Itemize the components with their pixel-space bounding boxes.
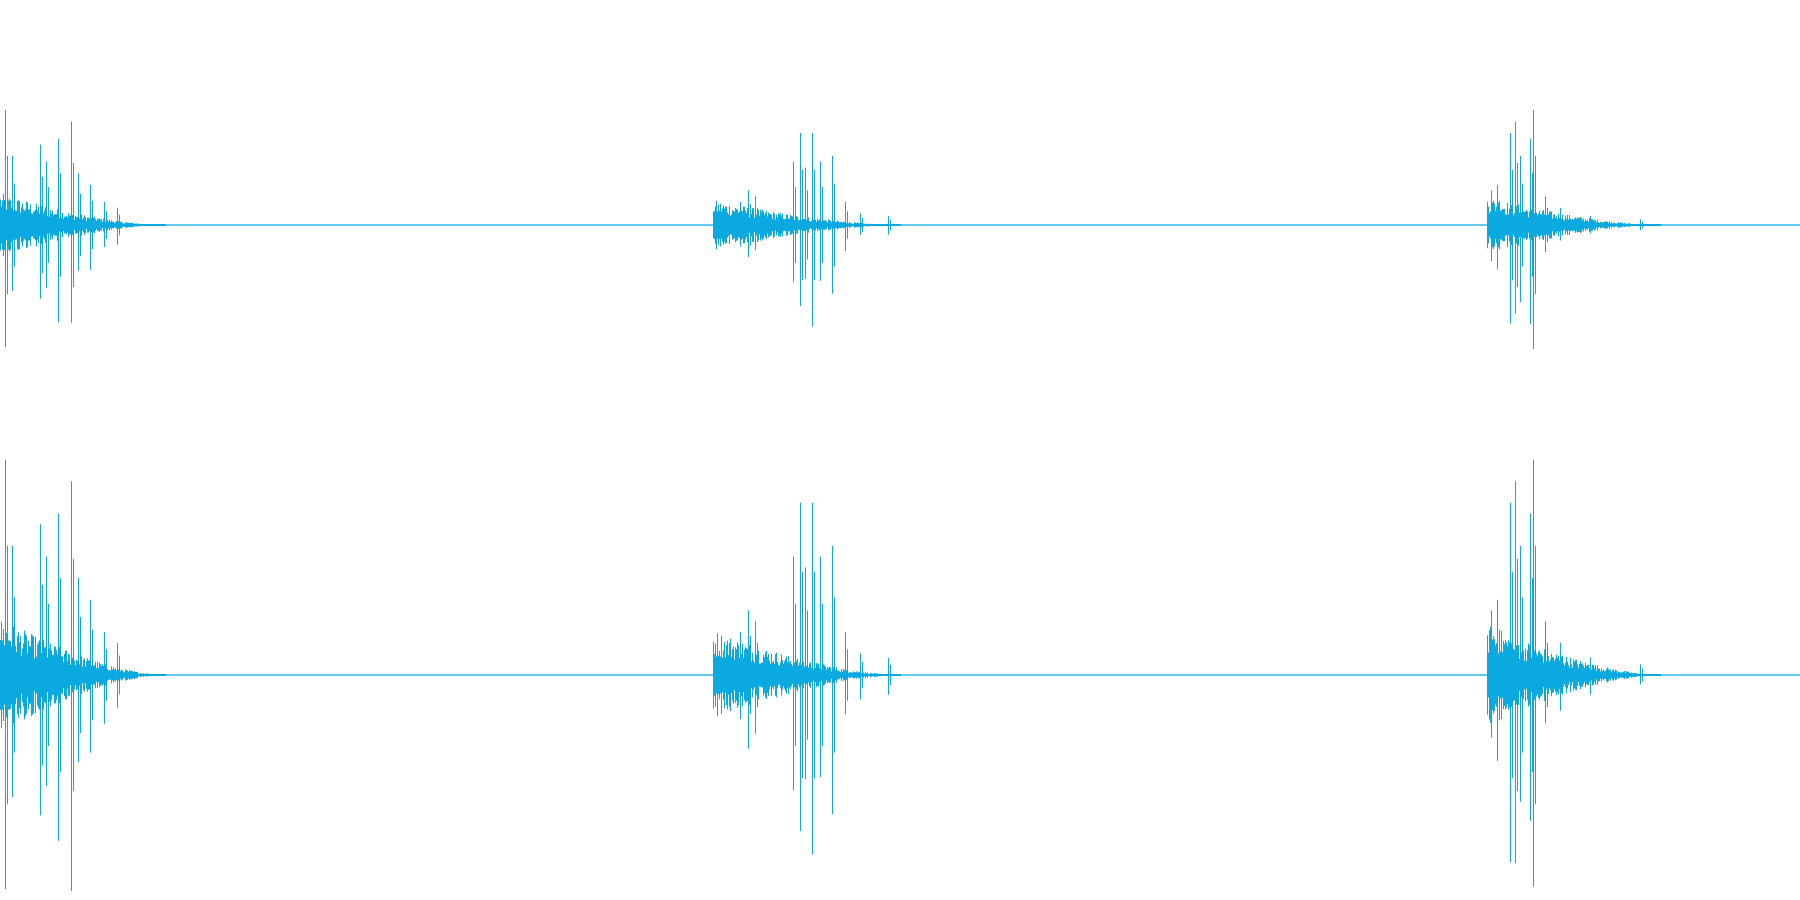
channel-right-waveform [0, 459, 1800, 891]
waveform-signal [0, 459, 1661, 891]
waveform-signal [0, 110, 1661, 350]
channel-left-waveform [0, 110, 1800, 350]
